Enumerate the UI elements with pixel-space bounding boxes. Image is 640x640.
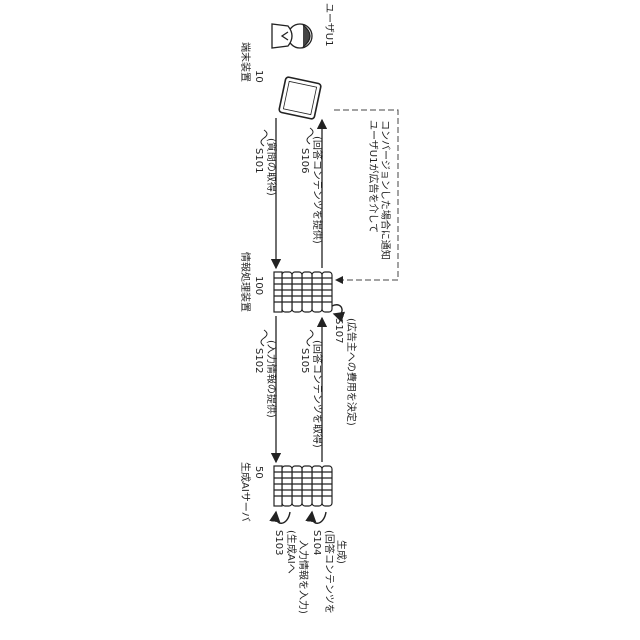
step-s101-id: S101: [252, 148, 264, 173]
loop-arrow-s104: [312, 512, 326, 523]
terminal-number: 10: [252, 70, 264, 83]
step-s105-text: (回答コンテンツを取得): [310, 340, 322, 448]
loop-arrow-s107: [332, 305, 342, 315]
step-s103-text1: (生成AIへ: [284, 530, 296, 574]
step-s102-text: (入力情報の提供): [264, 340, 276, 418]
smartphone-icon: [279, 77, 322, 120]
step-s104-id: S104: [310, 530, 322, 555]
terminal-title: 端末装置: [238, 42, 250, 82]
processing-title: 情報処理装置: [238, 252, 250, 312]
step-s103-text2: 入力情報を入力): [296, 540, 308, 614]
notice-line1: ユーザU1が広告を介して: [366, 120, 378, 233]
step-s101-text: (質問の取得): [264, 138, 276, 196]
user-label: ユーザU1: [322, 3, 334, 46]
step-s107-text: (広告主への費用を決定): [344, 318, 356, 426]
step-s107-id: S107: [332, 318, 344, 343]
ai-server-icon: [274, 466, 332, 506]
step-s106-text: (回答コンテンツを提供): [310, 136, 322, 244]
user-icon: [272, 24, 312, 48]
step-s105-id: S105: [298, 348, 310, 373]
ai-server-title: 生成AIサーバ: [238, 462, 250, 522]
step-s104-text1: (回答コンテンツを: [322, 530, 334, 614]
step-s104-text2: 生成): [334, 540, 346, 564]
step-s103-id: S103: [272, 530, 284, 555]
processing-number: 100: [252, 276, 264, 295]
processing-server-icon: [274, 272, 332, 312]
step-s106-id: S106: [298, 148, 310, 173]
notice-line2: コンバージョンした場合に通知: [378, 120, 390, 260]
loop-arrow-s103: [276, 512, 290, 523]
step-s102-id: S102: [252, 348, 264, 373]
ai-server-number: 50: [252, 466, 264, 479]
